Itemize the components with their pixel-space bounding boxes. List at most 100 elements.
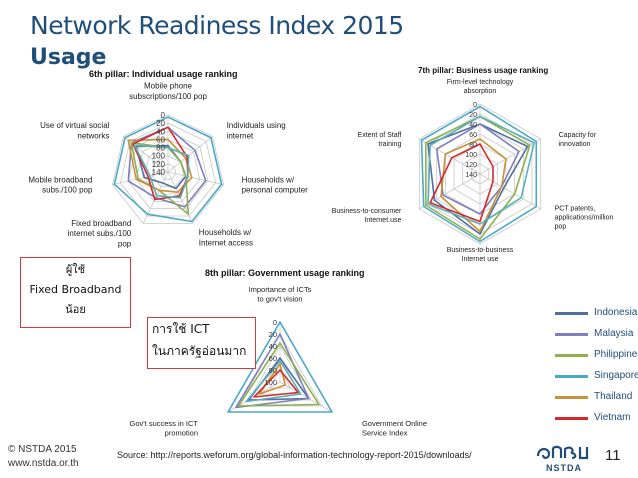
radar-series-line — [420, 105, 538, 243]
website-line: www.nstda.or.th — [8, 458, 79, 469]
radar-tick-label: 0 — [473, 102, 477, 109]
radar-gridline — [268, 369, 292, 389]
radar-axis-label-line: Service Index — [362, 429, 408, 438]
callout-government-ict: การใช้ ICT ในภาครัฐอ่อนมาก — [147, 317, 256, 369]
radar-tick-label: 20 — [269, 330, 277, 339]
chart-title-individual-usage: 6th pillar: Individual usage ranking — [89, 69, 238, 79]
radar-tick-label: 20 — [156, 119, 165, 128]
radar-axis-label-line: Government Online — [362, 419, 427, 428]
radar-tick-label: 80 — [269, 366, 277, 375]
radar-spoke — [479, 138, 541, 175]
radar-axis-label-line: Business-to-consumer — [332, 208, 402, 215]
radar-axis-label-line: subscriptions/100 pop — [129, 92, 207, 101]
radar-gridline — [159, 163, 177, 180]
radar-axis-label-line: to gov't vision — [257, 295, 302, 304]
chart-title-government-usage: 8th pillar: Government usage ranking — [205, 268, 365, 278]
radar-gridline — [119, 122, 217, 217]
legend-item: Thailand — [555, 390, 638, 404]
radar-axis-label-line: innovation — [559, 141, 591, 148]
radar-axis-label-line: Households w/ — [199, 228, 252, 237]
callout-broadband-line-2: Fixed Broadband — [29, 283, 122, 296]
radar-series-line — [425, 115, 531, 240]
radar-tick-label: 40 — [269, 342, 277, 351]
radar-axis-label-line: promotion — [165, 429, 198, 438]
radar-spoke — [167, 136, 213, 173]
radar-axis-label-line: Importance of ICTs — [249, 285, 312, 294]
radar-series-line — [113, 116, 223, 223]
radar-axis-label-line: networks — [77, 131, 109, 140]
radar-axis-label-line: pop — [555, 224, 567, 231]
radar-tick-label: 60 — [469, 132, 477, 139]
radar-series-line — [130, 142, 190, 215]
chart-title-business-usage: 7th pillar: Business usage ranking — [418, 66, 549, 75]
radar-axis-label-line: Individuals using — [227, 121, 286, 130]
radar-axis-label: Capacity for innovation — [559, 132, 597, 148]
slide-title: Network Readiness Index 2015 — [30, 11, 404, 40]
source-citation: Source: http://reports.weforum.org/globa… — [117, 450, 472, 460]
radar-axis-label-line: Business-to-business — [447, 247, 514, 254]
radar-axis-label-line: personal computer — [242, 186, 309, 195]
radar-tick-label: 80 — [156, 144, 165, 153]
radar-axis-label-line: Capacity for — [559, 132, 597, 139]
legend-label: Indonesia — [594, 307, 638, 318]
radar-tick-label: 40 — [469, 122, 477, 129]
page-number: 11 — [605, 447, 621, 464]
radar-axis-label-line: Fixed broadband — [71, 219, 131, 228]
legend-item: Vietnam — [555, 411, 638, 425]
legend-swatch — [555, 312, 588, 315]
radar-axis-label-line: Mobile broadband — [28, 175, 92, 184]
legend-label: Malaysia — [594, 328, 634, 339]
radar-gridline — [111, 114, 225, 224]
legend-label: Philippines — [594, 349, 638, 360]
radar-series-line — [253, 369, 299, 398]
radar-tick-label: 80 — [469, 142, 477, 149]
radar-tick-label: 100 — [152, 152, 166, 161]
radar-axis-label: Households w/Internet access — [199, 228, 253, 247]
radar-axis-label-line: internet — [227, 131, 254, 140]
radar-tick-label: 20 — [469, 112, 477, 119]
radar-series-line — [245, 360, 302, 403]
radar-series-line — [429, 143, 494, 223]
callout-fixed-broadband: ผู้ใช้ Fixed Broadband น้อย — [20, 257, 131, 328]
legend-swatch — [555, 417, 588, 420]
radar-axis-label-line: Internet access — [199, 238, 253, 247]
radar-tick-label: 100 — [465, 152, 477, 159]
radar-spoke — [167, 171, 224, 186]
radar-axis-label-line: pop — [118, 240, 132, 249]
slide-subtitle: Usage — [30, 45, 107, 70]
radar-series-line — [133, 144, 190, 199]
radar-gridline — [127, 130, 209, 210]
legend-swatch — [555, 396, 588, 399]
radar-tick-label: 60 — [156, 135, 165, 144]
copyright: © NSTDA 2015 www.nstda.or.th — [8, 443, 79, 471]
legend-item: Philippines — [555, 348, 638, 362]
radar-spoke — [419, 173, 481, 210]
legend-label: Vietnam — [594, 412, 631, 423]
legend-item: Singapore — [555, 369, 638, 383]
radar-axis-label-line: subs./100 pop — [42, 186, 93, 195]
legend-item: Indonesia — [555, 306, 638, 320]
radar-tick-label: 100 — [264, 378, 277, 387]
legend-swatch — [555, 333, 588, 336]
radar-axis-label-line: Extent of Staff — [358, 132, 402, 139]
legend-label: Thailand — [594, 391, 633, 402]
radar-series-line — [127, 126, 207, 208]
radar-axis-label-line: Firm-level technology — [447, 79, 514, 86]
callout-government-line-1: การใช้ ICT — [152, 322, 210, 336]
radar-tick-label: 140 — [152, 168, 166, 177]
legend-swatch — [555, 375, 588, 378]
radar-spoke — [419, 138, 481, 175]
radar-axis-label-line: Households w/ — [242, 175, 295, 184]
radar-spoke — [112, 171, 169, 186]
